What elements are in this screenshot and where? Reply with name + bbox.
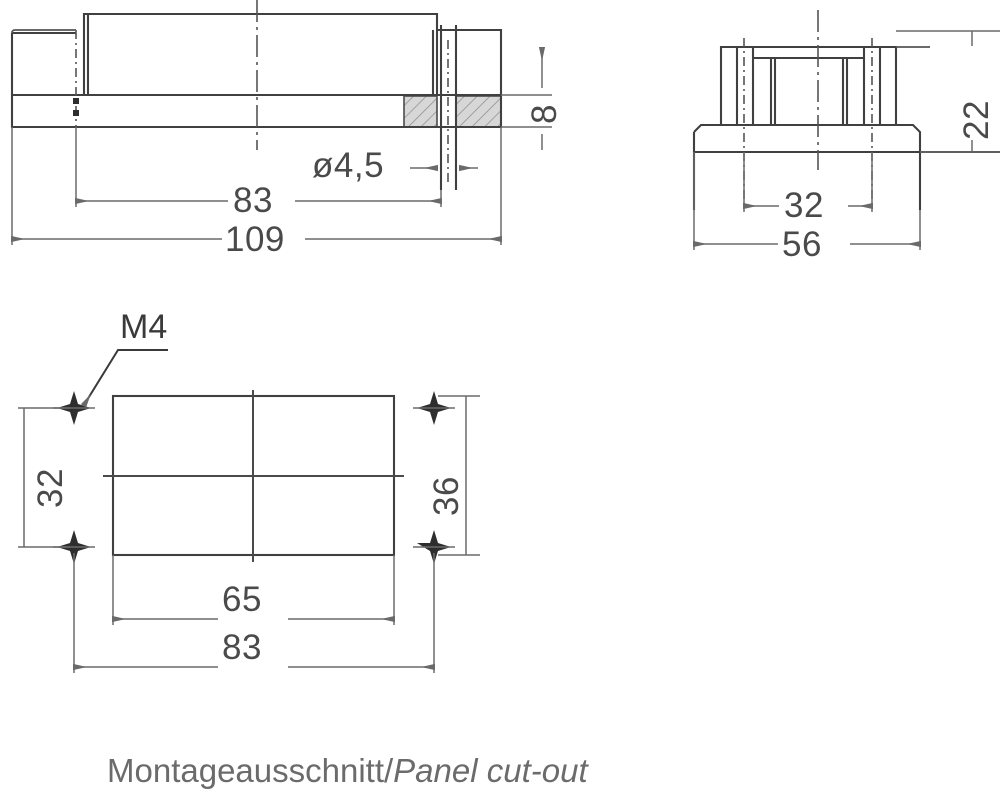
- dimension-hole-diameter: ø4,5: [312, 146, 478, 185]
- dimension-32-cutout: 32: [18, 407, 70, 548]
- m4-callout: M4: [80, 308, 168, 408]
- dim-label-65-cutout: 65: [222, 580, 262, 619]
- dimension-65-cutout: 65: [112, 555, 395, 625]
- dimension-32-side: 32: [743, 152, 873, 225]
- dim-label-height-22: 22: [957, 100, 996, 140]
- caption-group: Montageausschnitt/Panel cut-out: [107, 752, 589, 789]
- panel-cut-out-view: M4 32 36 65 83: [18, 308, 480, 673]
- flange-left-fillet: [11, 29, 76, 34]
- body-upper-block: [82, 12, 439, 95]
- side-flange-outline: [693, 123, 922, 210]
- dim-label-109-front: 109: [225, 220, 285, 259]
- section-hatch-left: [403, 95, 438, 128]
- caption-english: Panel cut-out: [393, 752, 589, 789]
- dimension-109-front: 109: [11, 127, 502, 259]
- dim-label-32-cutout: 32: [31, 468, 70, 508]
- drawing-caption: Montageausschnitt/Panel cut-out: [107, 752, 589, 789]
- dim-label-83-front: 83: [233, 181, 273, 220]
- dim-label-32-side: 32: [784, 186, 824, 225]
- left-screw-mark-lower: [73, 110, 79, 116]
- side-sectional-view: 22 32 56: [692, 10, 1000, 264]
- dim-label-hole-diameter: ø4,5: [312, 146, 384, 185]
- dimension-56-side: 56: [693, 152, 921, 264]
- dimension-83-front: 83: [75, 127, 442, 220]
- dim-label-56-side: 56: [782, 225, 822, 264]
- section-hatch-right: [455, 95, 502, 128]
- caption-german: Montageausschnitt/: [107, 752, 394, 789]
- dimension-height-22: 22: [896, 30, 1000, 153]
- dim-label-thickness: 8: [525, 104, 564, 124]
- side-inner-pocket: [773, 56, 845, 125]
- dim-label-83-cutout: 83: [222, 628, 262, 667]
- m4-label: M4: [120, 308, 167, 346]
- dimension-36-cutout: 36: [427, 395, 480, 556]
- dimension-thickness-8: 8: [501, 47, 564, 150]
- left-screw-mark-upper: [73, 98, 79, 104]
- front-sectional-view: 8 ø4,5 83 109: [10, 0, 564, 259]
- dimension-83-cutout: 83: [73, 553, 435, 673]
- m4-leader-line: [80, 349, 168, 408]
- dim-label-36-cutout: 36: [427, 476, 466, 516]
